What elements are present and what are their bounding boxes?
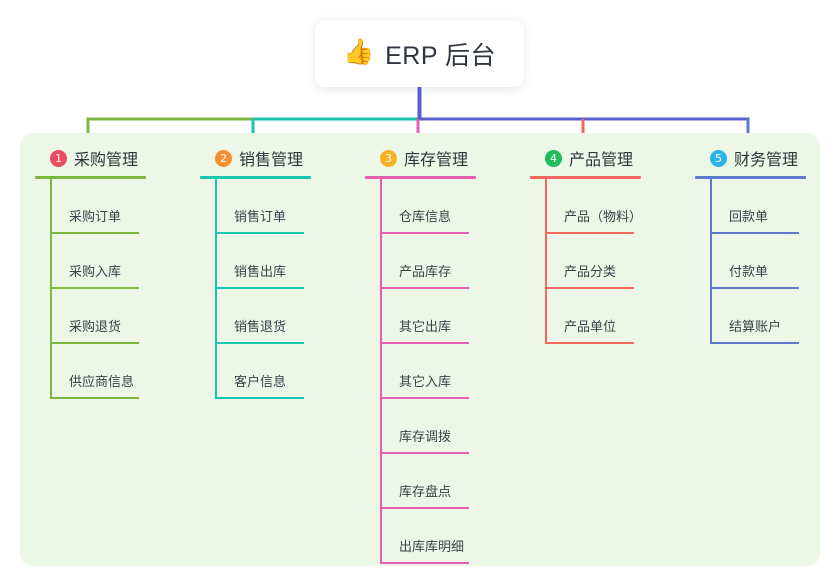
list-item[interactable]: 销售退货 bbox=[217, 289, 311, 344]
list-item-label: 付款单 bbox=[729, 264, 769, 279]
column-index-badge: 5 bbox=[710, 149, 727, 167]
root-title: ERP 后台 bbox=[385, 41, 497, 70]
list-item[interactable]: 出库库明细 bbox=[382, 509, 476, 564]
list-item-rule bbox=[52, 397, 139, 399]
list-item-rule bbox=[547, 287, 634, 289]
column-header-2[interactable]: 2 销售管理 bbox=[200, 143, 311, 173]
column-title: 采购管理 bbox=[74, 152, 139, 169]
list-item-label: 库存调拨 bbox=[399, 429, 452, 444]
list-item[interactable]: 供应商信息 bbox=[52, 344, 146, 399]
branch-spine: 回款单付款单结算账户 bbox=[710, 179, 806, 344]
branch-spine: 产品（物料） 产品分类产品单位 bbox=[545, 179, 643, 344]
list-item-label: 采购入库 bbox=[69, 264, 122, 279]
list-item-label: 销售订单 bbox=[234, 209, 287, 224]
list-item-label: 产品（物料） bbox=[564, 209, 643, 224]
list-item-label: 销售退货 bbox=[234, 319, 287, 334]
list-item-label: 产品单位 bbox=[564, 319, 617, 334]
list-item[interactable]: 付款单 bbox=[712, 234, 806, 289]
list-item-rule bbox=[52, 287, 139, 289]
list-item[interactable]: 采购退货 bbox=[52, 289, 146, 344]
list-item-rule bbox=[382, 342, 469, 344]
list-item-rule bbox=[52, 342, 139, 344]
list-item[interactable]: 仓库信息 bbox=[382, 179, 476, 234]
column-title: 财务管理 bbox=[734, 152, 799, 169]
list-item-rule bbox=[217, 397, 304, 399]
list-item[interactable]: 库存盘点 bbox=[382, 454, 476, 509]
column-header-rule bbox=[695, 176, 806, 179]
list-item[interactable]: 销售订单 bbox=[217, 179, 311, 234]
list-item[interactable]: 库存调拨 bbox=[382, 399, 476, 454]
list-item-rule bbox=[712, 287, 799, 289]
branch-column-3: 3 库存管理仓库信息产品库存其它出库其它入库库存调拨库存盘点出库库明细 bbox=[365, 143, 476, 564]
list-item[interactable]: 结算账户 bbox=[712, 289, 806, 344]
list-item[interactable]: 其它出库 bbox=[382, 289, 476, 344]
list-item-rule bbox=[382, 232, 469, 234]
column-index-badge: 4 bbox=[545, 149, 562, 167]
column-title: 销售管理 bbox=[239, 152, 304, 169]
column-title: 库存管理 bbox=[404, 152, 469, 169]
column-header-rule bbox=[530, 176, 641, 179]
branch-spine: 销售订单销售出库销售退货客户信息 bbox=[215, 179, 311, 399]
column-index-badge: 2 bbox=[215, 149, 232, 167]
list-item-rule bbox=[217, 342, 304, 344]
list-item[interactable]: 产品（物料） bbox=[547, 179, 643, 234]
branch-column-4: 4 产品管理产品（物料） 产品分类产品单位 bbox=[530, 143, 643, 344]
list-item-rule bbox=[382, 397, 469, 399]
column-header-5[interactable]: 5 财务管理 bbox=[695, 143, 806, 173]
list-item-rule bbox=[382, 452, 469, 454]
list-item-rule bbox=[712, 232, 799, 234]
list-item[interactable]: 产品分类 bbox=[547, 234, 641, 289]
list-item-label: 产品分类 bbox=[564, 264, 617, 279]
list-item-rule bbox=[217, 287, 304, 289]
list-item-label: 供应商信息 bbox=[69, 374, 135, 389]
list-item[interactable]: 采购订单 bbox=[52, 179, 146, 234]
list-item-rule bbox=[382, 562, 469, 564]
list-item[interactable]: 产品单位 bbox=[547, 289, 641, 344]
column-header-1[interactable]: 1 采购管理 bbox=[35, 143, 146, 173]
list-item[interactable]: 产品库存 bbox=[382, 234, 476, 289]
list-item[interactable]: 客户信息 bbox=[217, 344, 311, 399]
column-header-rule bbox=[35, 176, 146, 179]
list-item-label: 其它出库 bbox=[399, 319, 452, 334]
list-item-rule bbox=[712, 342, 799, 344]
list-item-rule bbox=[382, 287, 469, 289]
list-item-label: 产品库存 bbox=[399, 264, 452, 279]
list-item-rule bbox=[217, 232, 304, 234]
column-header-rule bbox=[200, 176, 311, 179]
branch-column-5: 5 财务管理回款单付款单结算账户 bbox=[695, 143, 806, 344]
thumbs-up-icon: 👍 bbox=[342, 38, 375, 66]
list-item-label: 其它入库 bbox=[399, 374, 452, 389]
column-header-3[interactable]: 3 库存管理 bbox=[365, 143, 476, 173]
list-item-rule bbox=[547, 342, 634, 344]
list-item[interactable]: 采购入库 bbox=[52, 234, 146, 289]
column-index-badge: 3 bbox=[380, 149, 397, 167]
list-item-rule bbox=[52, 232, 139, 234]
list-item[interactable]: 销售出库 bbox=[217, 234, 311, 289]
list-item-label: 仓库信息 bbox=[399, 209, 452, 224]
list-item-rule bbox=[547, 232, 634, 234]
list-item-label: 采购订单 bbox=[69, 209, 122, 224]
branch-spine: 采购订单采购入库采购退货供应商信息 bbox=[50, 179, 146, 399]
list-item-label: 回款单 bbox=[729, 209, 769, 224]
list-item[interactable]: 回款单 bbox=[712, 179, 806, 234]
branch-column-2: 2 销售管理销售订单销售出库销售退货客户信息 bbox=[200, 143, 311, 399]
list-item[interactable]: 其它入库 bbox=[382, 344, 476, 399]
list-item-label: 结算账户 bbox=[729, 319, 782, 334]
root-node[interactable]: 👍 ERP 后台 bbox=[315, 20, 524, 87]
column-header-4[interactable]: 4 产品管理 bbox=[530, 143, 641, 173]
list-item-label: 库存盘点 bbox=[399, 484, 452, 499]
list-item-label: 出库库明细 bbox=[399, 539, 465, 554]
list-item-label: 采购退货 bbox=[69, 319, 122, 334]
column-title: 产品管理 bbox=[569, 152, 634, 169]
branch-column-1: 1 采购管理采购订单采购入库采购退货供应商信息 bbox=[35, 143, 146, 399]
column-header-rule bbox=[365, 176, 476, 179]
list-item-label: 客户信息 bbox=[234, 374, 287, 389]
branches-card: 1 采购管理采购订单采购入库采购退货供应商信息 2 销售管理销售订单销售出库销售退货客… bbox=[20, 133, 820, 566]
column-index-badge: 1 bbox=[50, 149, 67, 167]
list-item-label: 销售出库 bbox=[234, 264, 287, 279]
list-item-rule bbox=[382, 507, 469, 509]
branch-spine: 仓库信息产品库存其它出库其它入库库存调拨库存盘点出库库明细 bbox=[380, 179, 476, 564]
